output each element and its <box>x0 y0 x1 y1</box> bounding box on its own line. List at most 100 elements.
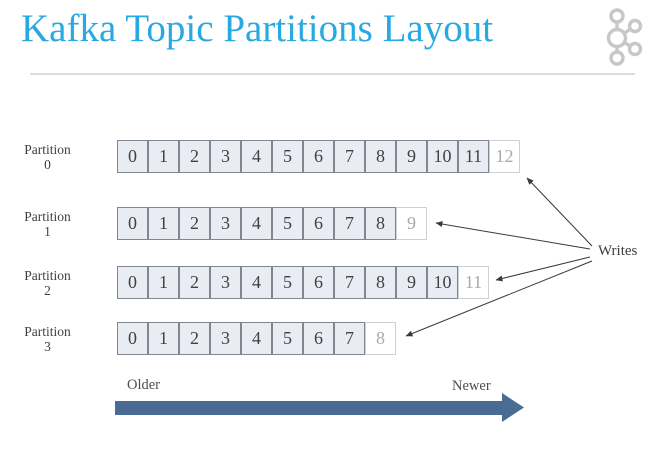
offset-value: 7 <box>345 328 354 348</box>
offset-value: 4 <box>252 213 261 233</box>
partition-cells: 0 1 2 3 <box>117 322 396 355</box>
offset-cell: 6 <box>303 266 334 299</box>
offset-cell: 11 <box>458 266 489 299</box>
offset-value: 0 <box>128 146 137 166</box>
offset-cell: 4 <box>241 207 272 240</box>
offset-cell: 3 <box>210 266 241 299</box>
offset-cell: 2 <box>179 207 210 240</box>
offset-value: 4 <box>252 146 261 166</box>
offset-cell: 1 <box>148 140 179 173</box>
partition-row: Partition 0 0 1 2 <box>0 140 520 173</box>
offset-value: 10 <box>433 272 452 292</box>
offset-value: 1 <box>159 328 168 348</box>
offset-value: 0 <box>128 328 137 348</box>
offset-cell: 0 <box>117 140 148 173</box>
offset-cell: 6 <box>303 207 334 240</box>
offset-cell: 8 <box>365 207 396 240</box>
offset-value: 6 <box>314 328 323 348</box>
partition-cells: 0 1 2 3 <box>117 207 427 240</box>
partition-row: Partition 3 0 1 2 <box>0 322 396 355</box>
older-label: Older <box>127 377 161 393</box>
partition-label-name: Partition <box>24 323 71 339</box>
writes-arrow-partition-0 <box>526 177 593 247</box>
offset-cell: 3 <box>210 140 241 173</box>
offset-value: 2 <box>190 272 199 292</box>
writes-arrow-partition-2 <box>495 256 591 282</box>
offset-value: 3 <box>221 213 230 233</box>
offset-value: 9 <box>407 213 416 233</box>
offset-value: 3 <box>221 272 230 292</box>
offset-value: 0 <box>128 272 137 292</box>
offset-cell: 0 <box>117 266 148 299</box>
timeline-arrow <box>115 393 524 422</box>
offset-value: 8 <box>376 272 385 292</box>
offset-value: 1 <box>159 272 168 292</box>
offset-cell: 10 <box>427 140 458 173</box>
offset-cell: 5 <box>272 207 303 240</box>
offset-value: 8 <box>376 146 385 166</box>
offset-value: 2 <box>190 328 199 348</box>
offset-value: 12 <box>495 146 514 166</box>
newer-label: Newer <box>452 378 491 394</box>
writes-label: Writes <box>598 243 638 259</box>
offset-cell: 7 <box>334 266 365 299</box>
partition-label: Partition 3 <box>0 324 95 354</box>
offset-cell: 9 <box>396 207 427 240</box>
offset-cell: 9 <box>396 140 427 173</box>
partition-label-number: 3 <box>44 338 51 354</box>
offset-cell: 11 <box>458 140 489 173</box>
offset-cell: 7 <box>334 140 365 173</box>
partition-row: Partition 1 0 1 2 <box>0 207 427 240</box>
offset-value: 8 <box>376 213 385 233</box>
offset-cell: 6 <box>303 140 334 173</box>
offset-cell: 8 <box>365 266 396 299</box>
offset-value: 4 <box>252 328 261 348</box>
offset-cell: 1 <box>148 266 179 299</box>
offset-cell: 10 <box>427 266 458 299</box>
offset-value: 6 <box>314 213 323 233</box>
partition-label-name: Partition <box>24 141 71 157</box>
offset-value: 6 <box>314 272 323 292</box>
offset-cell: 1 <box>148 207 179 240</box>
offset-cell: 9 <box>396 266 427 299</box>
offset-cell: 8 <box>365 322 396 355</box>
partition-row: Partition 2 0 1 2 <box>0 266 489 299</box>
partition-cells: 0 1 2 3 <box>117 140 520 173</box>
partition-label: Partition 1 <box>0 209 95 239</box>
offset-cell: 2 <box>179 322 210 355</box>
offset-value: 10 <box>433 146 452 166</box>
offset-value: 9 <box>407 146 416 166</box>
writes-arrow-partition-1 <box>435 221 591 250</box>
kafka-logo-icon <box>606 8 643 66</box>
offset-cell: 4 <box>241 140 272 173</box>
offset-cell: 0 <box>117 322 148 355</box>
offset-value: 5 <box>283 146 292 166</box>
offset-value: 11 <box>464 272 483 292</box>
offset-value: 5 <box>283 213 292 233</box>
partition-label-number: 1 <box>44 223 51 239</box>
offset-value: 11 <box>464 146 483 166</box>
offset-cell: 6 <box>303 322 334 355</box>
offset-cell: 3 <box>210 207 241 240</box>
offset-value: 2 <box>190 146 199 166</box>
offset-cell: 4 <box>241 322 272 355</box>
offset-cell: 12 <box>489 140 520 173</box>
partition-label: Partition 0 <box>0 142 95 172</box>
offset-cell: 0 <box>117 207 148 240</box>
partition-label: Partition 2 <box>0 268 95 298</box>
partition-cells: 0 1 2 3 <box>117 266 489 299</box>
offset-cell: 2 <box>179 266 210 299</box>
offset-cell: 7 <box>334 322 365 355</box>
writes-arrows <box>405 177 593 337</box>
title-divider <box>30 73 635 75</box>
offset-cell: 2 <box>179 140 210 173</box>
partition-label-number: 2 <box>44 282 51 298</box>
offset-value: 7 <box>345 272 354 292</box>
offset-value: 2 <box>190 213 199 233</box>
offset-cell: 7 <box>334 207 365 240</box>
offset-value: 3 <box>221 328 230 348</box>
offset-cell: 5 <box>272 266 303 299</box>
offset-cell: 3 <box>210 322 241 355</box>
offset-value: 9 <box>407 272 416 292</box>
partition-label-name: Partition <box>24 267 71 283</box>
